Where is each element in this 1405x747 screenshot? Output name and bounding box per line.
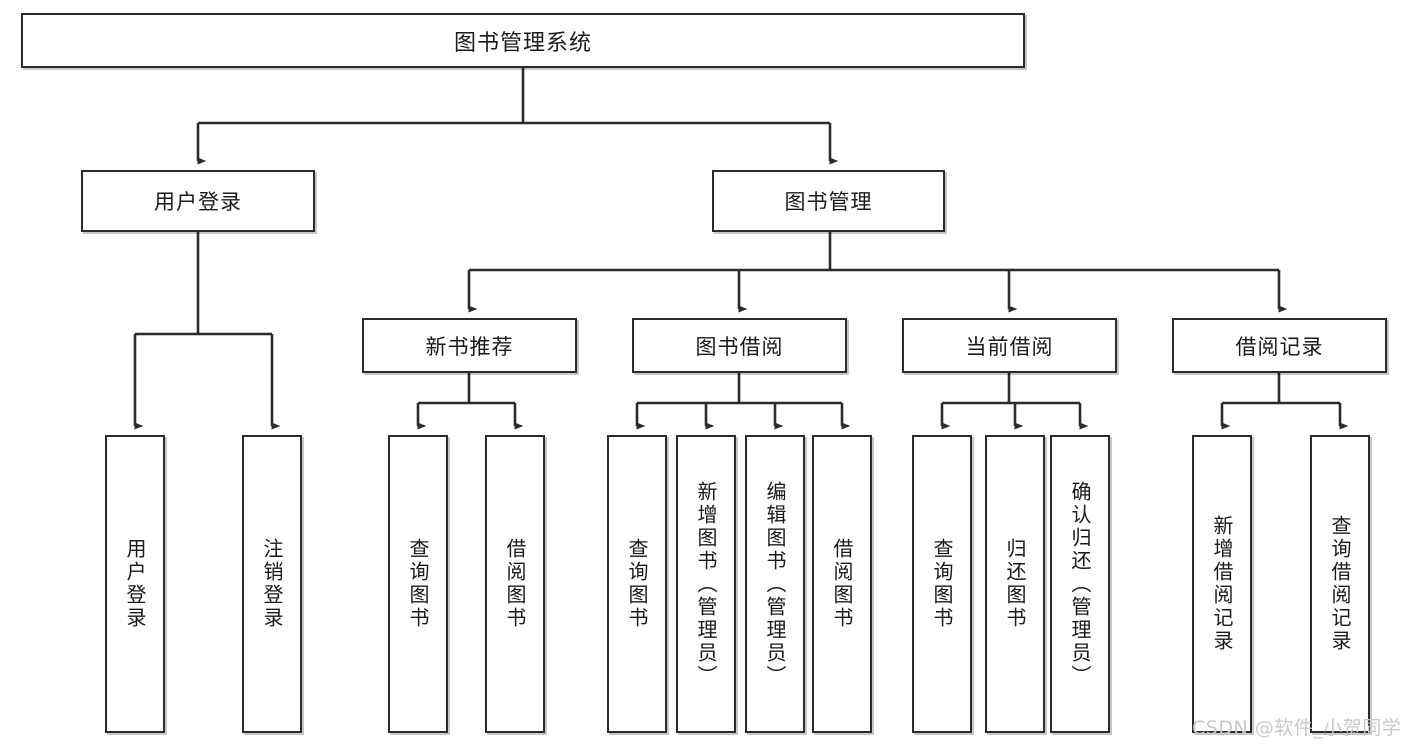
node-label: 新增图书（管理员）	[694, 480, 718, 688]
node-leaf-confirm-return[interactable]: 确认归还（管理员）	[1050, 435, 1110, 733]
node-label: 借阅图书	[830, 538, 854, 630]
node-label: 查询图书	[930, 538, 954, 630]
node-label: 新书推荐	[425, 334, 514, 359]
node-label: 注销登录	[260, 538, 284, 630]
node-label: 图书管理	[784, 190, 873, 214]
node-label: 当前借阅	[965, 334, 1054, 359]
node-label: 查询图书	[406, 538, 430, 630]
node-leaf-return-book[interactable]: 归还图书	[985, 435, 1045, 733]
node-borrow-record[interactable]: 借阅记录	[1172, 318, 1387, 373]
node-leaf-query-book-current[interactable]: 查询图书	[912, 435, 972, 733]
node-leaf-add-book[interactable]: 新增图书（管理员）	[676, 435, 736, 733]
node-leaf-edit-book[interactable]: 编辑图书（管理员）	[745, 435, 805, 733]
node-label: 编辑图书（管理员）	[763, 480, 787, 688]
node-label: 新增借阅记录	[1210, 515, 1234, 653]
csdn-watermark: CSDN @软件_小贺同学	[1192, 717, 1402, 739]
node-leaf-borrow-book-rec[interactable]: 借阅图书	[485, 435, 545, 733]
node-current-borrow[interactable]: 当前借阅	[902, 318, 1117, 373]
node-leaf-query-book-borrow[interactable]: 查询图书	[607, 435, 667, 733]
node-label: 确认归还（管理员）	[1068, 480, 1092, 688]
node-leaf-query-record[interactable]: 查询借阅记录	[1310, 435, 1370, 733]
node-leaf-borrow-book[interactable]: 借阅图书	[812, 435, 872, 733]
node-label: 借阅图书	[503, 538, 527, 630]
node-new-book-recommend[interactable]: 新书推荐	[362, 318, 577, 373]
node-label: 归还图书	[1003, 538, 1027, 630]
node-root[interactable]: 图书管理系统	[21, 13, 1025, 68]
node-label: 图书借阅	[695, 334, 784, 359]
node-leaf-user-logout[interactable]: 注销登录	[242, 435, 302, 733]
node-book-borrow[interactable]: 图书借阅	[632, 318, 847, 373]
node-leaf-user-login[interactable]: 用户登录	[105, 435, 165, 733]
node-label: 查询借阅记录	[1328, 515, 1352, 653]
node-book-manage[interactable]: 图书管理	[712, 170, 945, 232]
node-user-login[interactable]: 用户登录	[81, 170, 315, 232]
node-leaf-add-record[interactable]: 新增借阅记录	[1192, 435, 1252, 733]
node-label: 用户登录	[154, 190, 242, 214]
node-label: 查询图书	[625, 538, 649, 630]
node-label: 借阅记录	[1235, 334, 1324, 359]
node-label: 用户登录	[123, 538, 147, 630]
node-leaf-query-book-rec[interactable]: 查询图书	[388, 435, 448, 733]
node-label: 图书管理系统	[453, 30, 592, 56]
